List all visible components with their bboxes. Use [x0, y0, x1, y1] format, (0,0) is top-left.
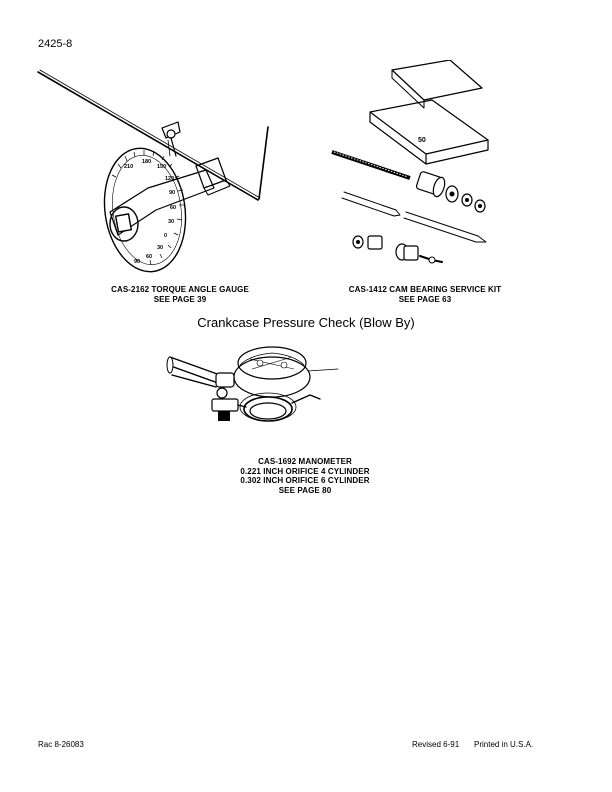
manometer-caption: CAS-1692 MANOMETER 0.221 INCH ORIFICE 4 … — [180, 457, 430, 495]
dial-label: 30 — [168, 219, 174, 225]
dial-label: 120 — [165, 176, 174, 182]
dial-label: 0 — [164, 233, 167, 239]
dial-label: 150 — [157, 164, 166, 170]
manometer-name: CAS-1692 MANOMETER — [258, 457, 352, 466]
dial-label: 30 — [157, 245, 163, 251]
kit-box-label: 50 — [418, 137, 426, 144]
dial-label: 180 — [142, 159, 151, 165]
torque-gauge-name: CAS-2162 TORQUE ANGLE GAUGE — [111, 285, 249, 294]
footer-printed: Printed in U.S.A. — [474, 740, 534, 749]
dial-label: 60 — [146, 254, 152, 260]
manometer-spec-line: 0.221 INCH ORIFICE 4 CYLINDER — [240, 466, 370, 476]
torque-gauge-caption: CAS-2162 TORQUE ANGLE GAUGE SEE PAGE 39 — [80, 285, 280, 304]
dial-label: 90 — [169, 190, 175, 196]
torque-gauge-reference: SEE PAGE 39 — [153, 294, 207, 304]
cam-kit-reference: SEE PAGE 63 — [398, 294, 452, 304]
cam-kit-name: CAS-1412 CAM BEARING SERVICE KIT — [348, 285, 502, 294]
manometer-illustration — [166, 346, 339, 422]
page-number: 2425-8 — [38, 38, 73, 50]
footer-revised: Revised 6-91 — [412, 740, 460, 749]
manometer-reference: SEE PAGE 80 — [278, 485, 332, 495]
dial-label: 60 — [170, 205, 176, 211]
section-title: Crankcase Pressure Check (Blow By) — [197, 315, 415, 330]
dial-label: 210 — [124, 164, 133, 170]
dial-label: 90 — [134, 259, 140, 265]
torque-angle-gauge-illustration: 210 180 150 120 90 60 30 0 30 60 90 — [37, 69, 269, 273]
cam-bearing-kit-illustration: 50 — [331, 60, 489, 264]
footer-document-number: Rac 8-26083 — [38, 740, 84, 749]
cam-kit-caption: CAS-1412 CAM BEARING SERVICE KIT SEE PAG… — [320, 285, 530, 304]
manometer-spec-line: 0.302 INCH ORIFICE 6 CYLINDER — [240, 476, 370, 485]
